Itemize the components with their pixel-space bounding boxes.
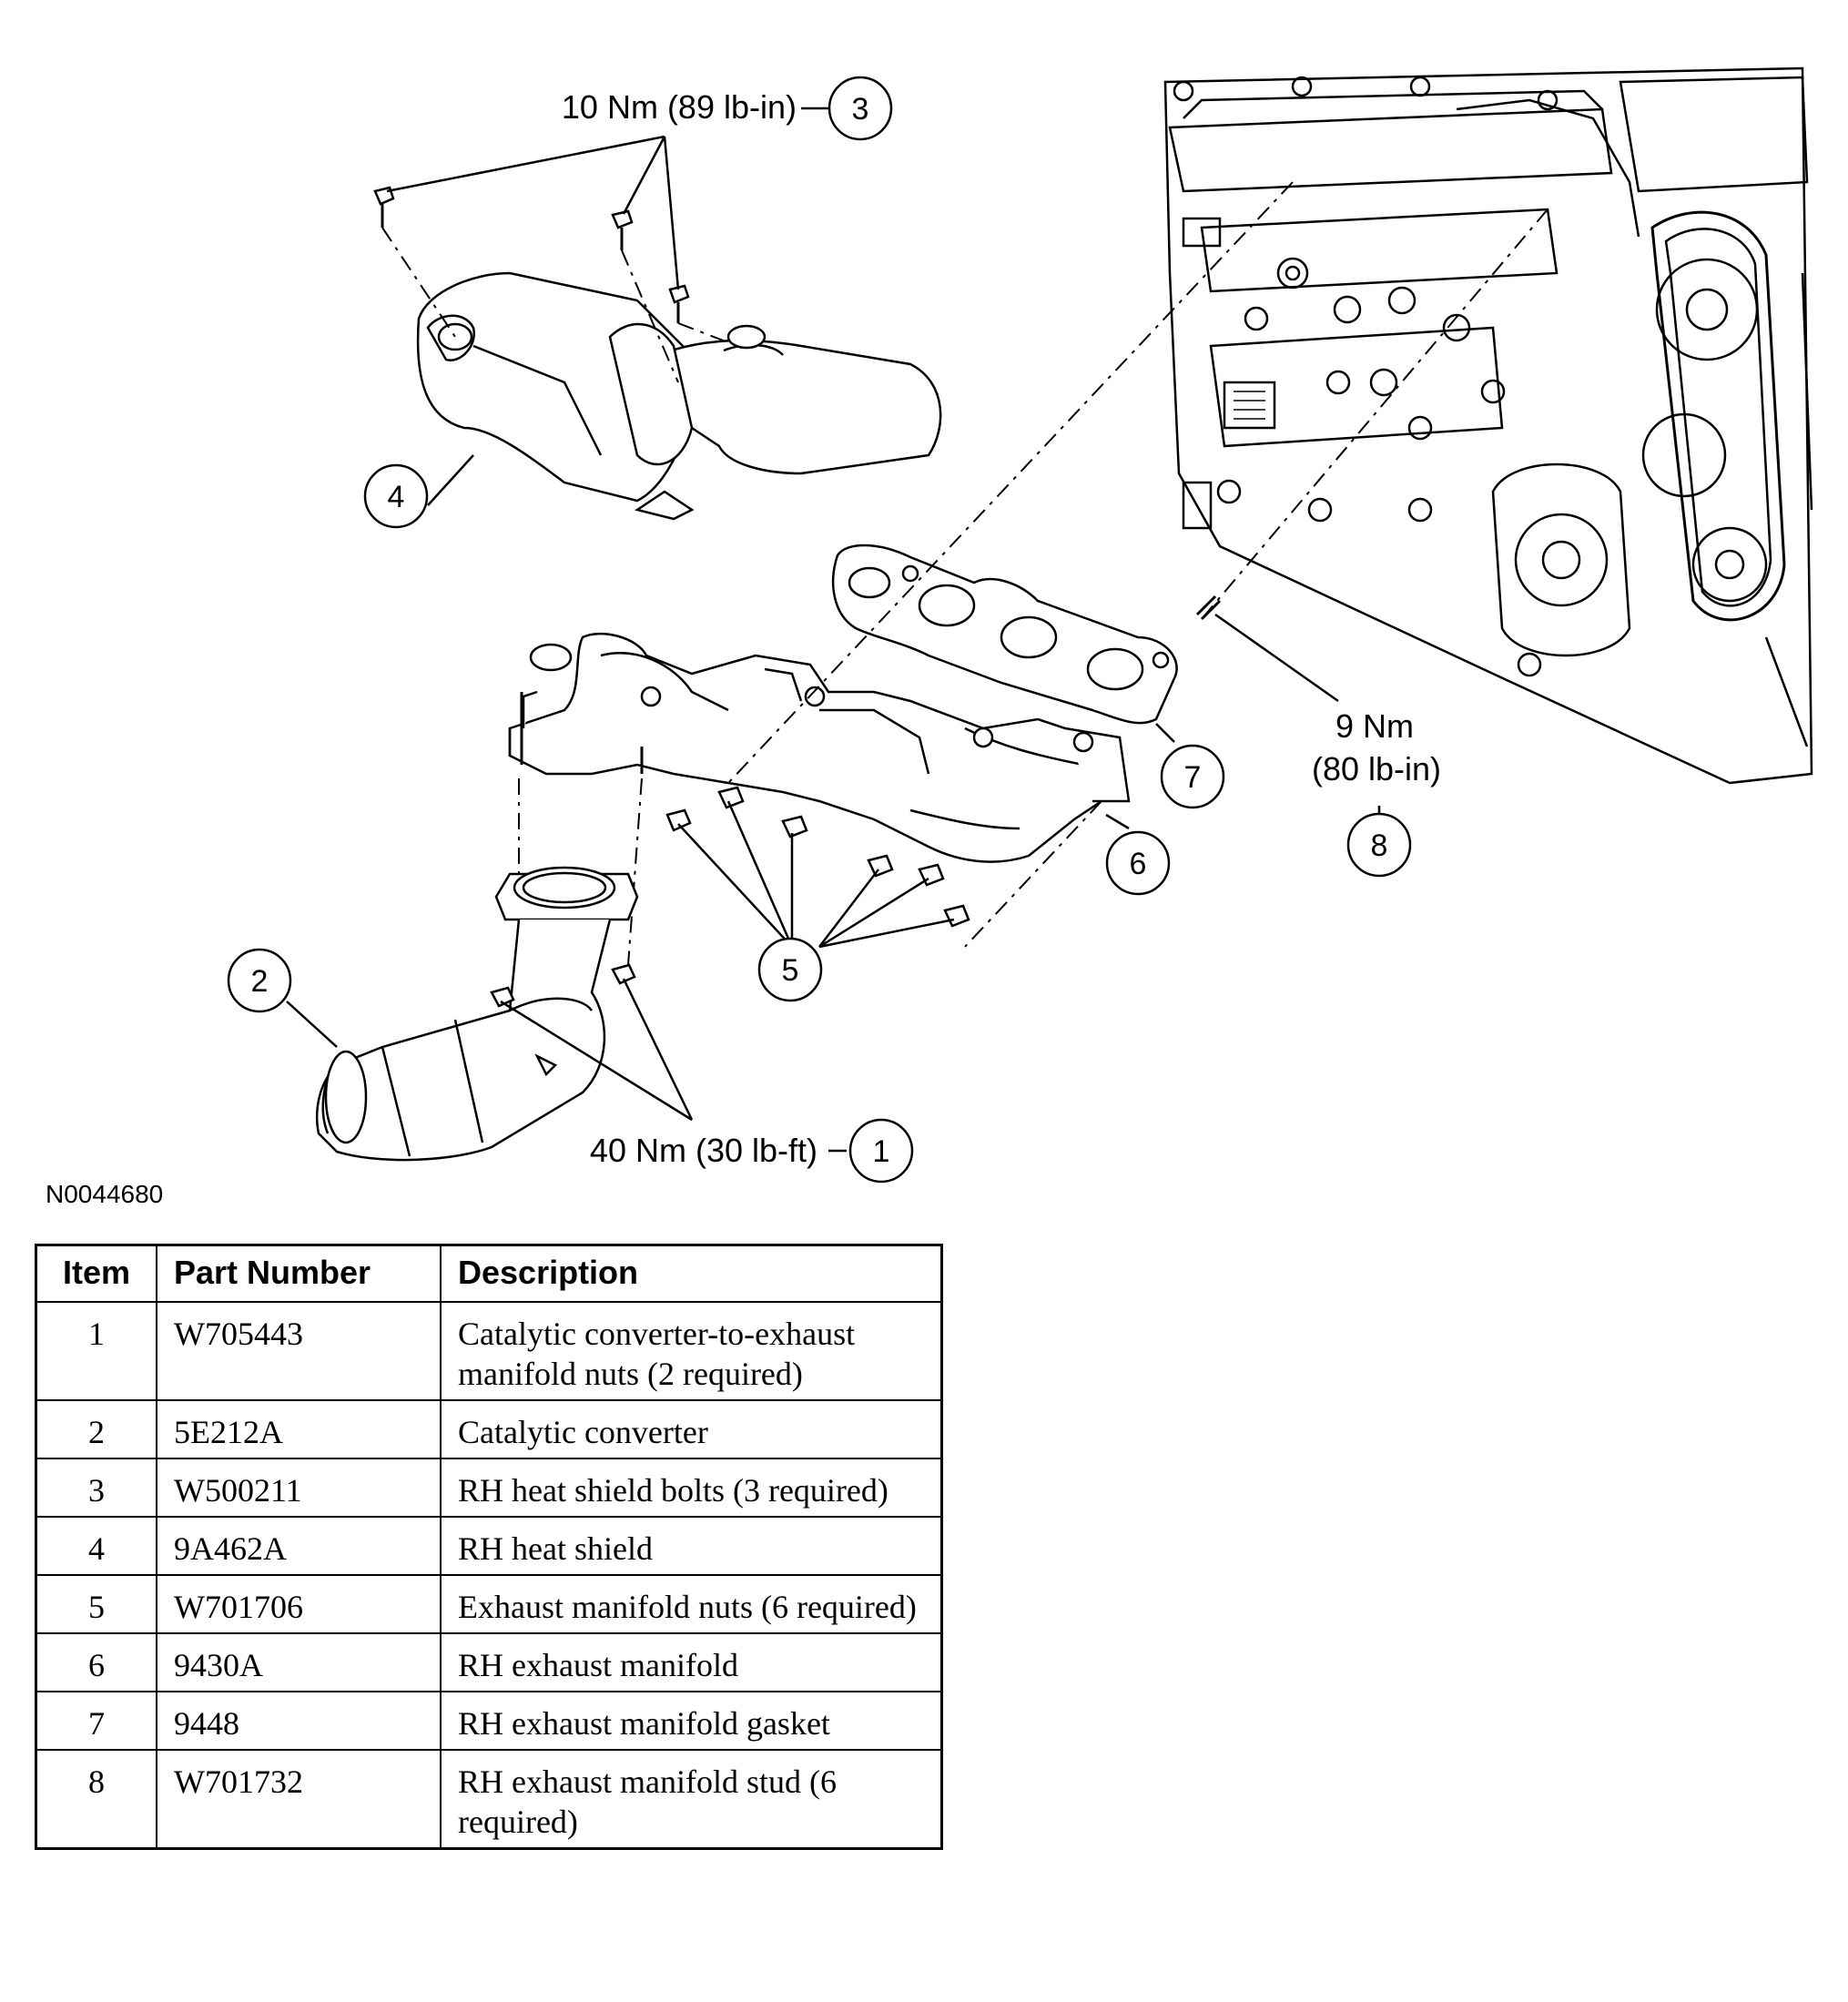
torque-label-1: 40 Nm (30 lb-ft) xyxy=(590,1132,817,1169)
callout-number-8: 8 xyxy=(1371,828,1388,863)
catalytic-converter xyxy=(315,866,639,1162)
description-cell: RH exhaust manifold stud (6 required) xyxy=(440,1749,943,1850)
part-number-cell: 9448 xyxy=(156,1691,442,1751)
description-cell: Exhaust manifold nuts (6 required) xyxy=(440,1574,943,1634)
table-row: 8 W701732 RH exhaust manifold stud (6 re… xyxy=(35,1749,943,1850)
header-item: Item xyxy=(35,1244,157,1303)
parts-table: Item Part Number Description 1 W705443 C… xyxy=(35,1244,943,1850)
item-cell: 8 xyxy=(35,1749,157,1850)
callout-number-1: 1 xyxy=(873,1134,890,1169)
callout-number-3: 3 xyxy=(852,92,869,127)
description-cell: Catalytic converter-to-exhaust manifold … xyxy=(440,1301,943,1401)
table-row: 2 5E212A Catalytic converter xyxy=(35,1399,943,1459)
item-cell: 2 xyxy=(35,1399,157,1459)
part-number-cell: W705443 xyxy=(156,1301,442,1401)
exhaust-manifold xyxy=(508,632,1131,863)
item-cell: 6 xyxy=(35,1632,157,1692)
leader-lines xyxy=(286,107,1381,1153)
item-cell: 3 xyxy=(35,1458,157,1518)
part-number-cell: 5E212A xyxy=(156,1399,442,1459)
torque-label-3: 10 Nm (89 lb-in) xyxy=(562,88,797,126)
callout-number-7: 7 xyxy=(1184,760,1202,795)
header-part-number: Part Number xyxy=(156,1244,442,1303)
description-cell: Catalytic converter xyxy=(440,1399,943,1459)
item-cell: 1 xyxy=(35,1301,157,1401)
callout-circle-1 xyxy=(848,1118,914,1184)
callout-circle-2 xyxy=(227,948,292,1013)
table-row: 1 W705443 Catalytic converter-to-exhaust… xyxy=(35,1301,943,1401)
part-number-cell: W500211 xyxy=(156,1458,442,1518)
part-number-cell: 9A462A xyxy=(156,1516,442,1576)
callout-number-5: 5 xyxy=(782,953,799,988)
torque-label-8-line1: 9 Nm xyxy=(1335,707,1414,745)
torque-label-8-line2: (80 lb-in) xyxy=(1312,750,1441,788)
item-cell: 7 xyxy=(35,1691,157,1751)
table-row: 4 9A462A RH heat shield xyxy=(35,1516,943,1576)
description-cell: RH heat shield xyxy=(440,1516,943,1576)
callout-circles xyxy=(227,76,1412,1184)
converter-nuts xyxy=(490,963,636,1008)
table-row: 6 9430A RH exhaust manifold xyxy=(35,1632,943,1692)
table-row: 3 W500211 RH heat shield bolts (3 requir… xyxy=(35,1458,943,1518)
description-cell: RH exhaust manifold gasket xyxy=(440,1691,943,1751)
callout-circle-6 xyxy=(1105,830,1171,896)
callout-circle-5 xyxy=(757,937,823,1002)
header-description: Description xyxy=(440,1244,943,1303)
heat-shield xyxy=(416,271,942,521)
description-cell: RH exhaust manifold xyxy=(440,1632,943,1692)
callout-circle-4 xyxy=(363,463,429,529)
callout-circle-3 xyxy=(828,76,893,141)
callout-number-6: 6 xyxy=(1130,847,1147,881)
part-number-cell: W701706 xyxy=(156,1574,442,1634)
item-cell: 5 xyxy=(35,1574,157,1634)
figure-id: N0044680 xyxy=(46,1180,164,1208)
callout-circle-8 xyxy=(1346,812,1412,878)
table-row: 7 9448 RH exhaust manifold gasket xyxy=(35,1691,943,1751)
callout-number-4: 4 xyxy=(388,480,405,514)
exploded-view-diagram: 1 2 3 4 5 6 7 8 10 Nm (89 lb-in) 40 Nm (… xyxy=(227,66,1813,1184)
manifold-gasket xyxy=(831,544,1178,725)
description-cell: RH heat shield bolts (3 required) xyxy=(440,1458,943,1518)
part-number-cell: 9430A xyxy=(156,1632,442,1692)
item-cell: 4 xyxy=(35,1516,157,1576)
engine-block xyxy=(1163,66,1813,785)
callout-number-2: 2 xyxy=(251,964,269,999)
callout-numbers: 1 2 3 4 5 6 7 8 xyxy=(251,92,1388,1169)
parts-table-header-row: Item Part Number Description xyxy=(35,1244,943,1303)
callout-circle-7 xyxy=(1160,744,1225,809)
part-number-cell: W701732 xyxy=(156,1749,442,1850)
table-row: 5 W701706 Exhaust manifold nuts (6 requi… xyxy=(35,1574,943,1634)
